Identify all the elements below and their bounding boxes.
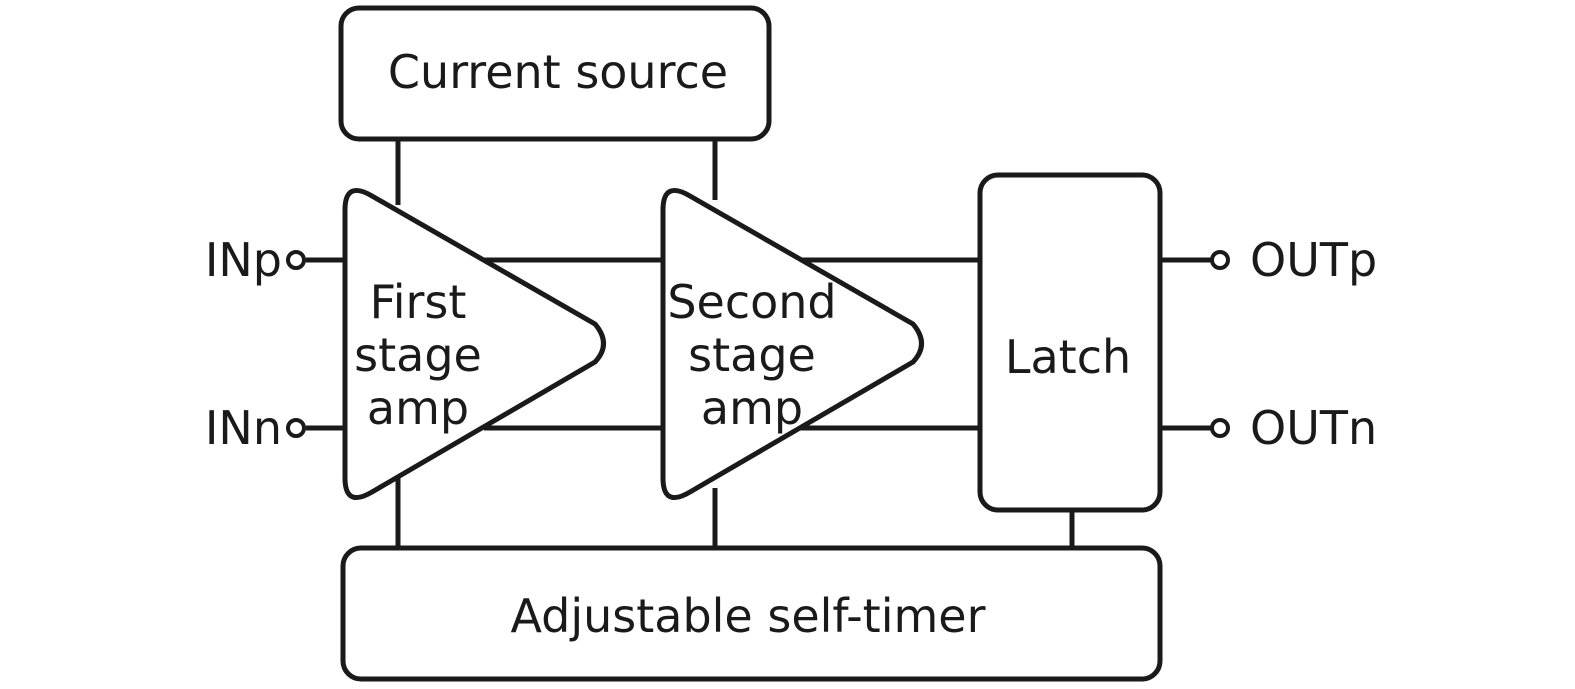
self-timer-label: Adjustable self-timer	[510, 589, 985, 643]
second-amp-label-line3: amp	[701, 381, 803, 435]
outn-terminal-icon	[1210, 418, 1230, 438]
inp-terminal-icon	[286, 250, 306, 270]
self-timer-block	[340, 545, 1163, 682]
second-amp-label-line1: Second	[667, 275, 836, 329]
second-stage-amp-block	[660, 187, 924, 501]
second-amp-label-line2: stage	[688, 328, 816, 382]
outn-label: OUTn	[1250, 401, 1377, 455]
first-amp-label-line3: amp	[367, 381, 469, 435]
outp-terminal-icon	[1210, 250, 1230, 270]
first-amp-label-line1: First	[370, 275, 467, 329]
current-source-label: Current source	[388, 45, 728, 99]
inp-label: INp	[205, 233, 282, 287]
latch-label: Latch	[1005, 330, 1131, 384]
first-stage-amp-block	[342, 187, 606, 501]
inn-terminal-icon	[286, 418, 306, 438]
current-source-block	[338, 5, 772, 142]
latch-block	[977, 172, 1163, 513]
outp-label: OUTp	[1250, 233, 1377, 287]
first-amp-label-line2: stage	[354, 328, 482, 382]
inn-label: INn	[205, 401, 282, 455]
